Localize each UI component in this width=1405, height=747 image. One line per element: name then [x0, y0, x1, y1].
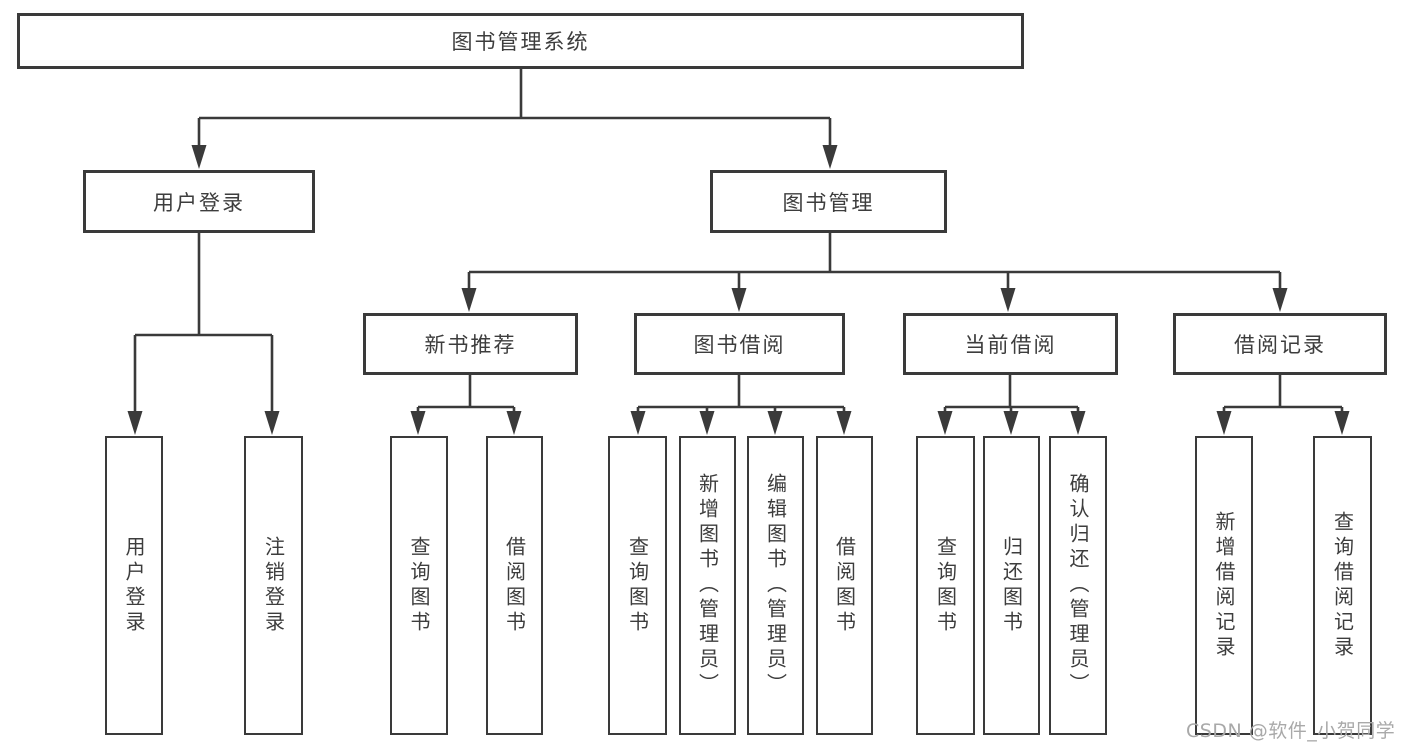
connectors-root — [191, 69, 838, 169]
connectors-book-borrowing — [630, 375, 852, 435]
node-library-management-system: 图书管理系统 — [17, 13, 1024, 69]
arrow-down-icon — [822, 145, 838, 169]
arrow-down-icon — [731, 288, 747, 312]
node-leaf-add-books-admin: 新增图书（管理员） — [679, 436, 736, 735]
node-leaf-query-books-borrowing: 查询图书 — [608, 436, 667, 735]
node-label: 新书推荐 — [424, 333, 517, 357]
node-borrowing-records: 借阅记录 — [1173, 313, 1387, 375]
arrow-down-icon — [191, 145, 207, 169]
arrow-down-icon — [767, 411, 783, 435]
arrow-down-icon — [836, 411, 852, 435]
connectors-current-borrowing — [937, 375, 1086, 435]
node-leaf-query-books-current: 查询图书 — [916, 436, 975, 735]
arrow-down-icon — [1000, 288, 1016, 312]
arrow-down-icon — [937, 411, 953, 435]
node-leaf-return-books: 归还图书 — [983, 436, 1040, 735]
node-leaf-add-borrow-record: 新增借阅记录 — [1195, 436, 1253, 735]
node-leaf-logout: 注销登录 — [244, 436, 303, 735]
node-label: 图书借阅 — [693, 333, 786, 357]
node-label: 借阅记录 — [1234, 333, 1326, 357]
arrow-down-icon — [1216, 411, 1232, 435]
connectors-new-book-recommend — [410, 375, 522, 435]
arrow-down-icon — [1334, 411, 1350, 435]
node-label: 当前借阅 — [964, 333, 1057, 357]
node-label: 借阅图书 — [502, 535, 527, 636]
node-label: 注销登录 — [261, 535, 286, 636]
node-book-management: 图书管理 — [710, 170, 947, 233]
arrow-down-icon — [410, 411, 426, 435]
node-label: 归还图书 — [999, 535, 1024, 636]
arrow-down-icon — [1003, 411, 1019, 435]
csdn-watermark: CSDN @软件_小贺同学 — [1186, 720, 1396, 742]
connectors-user-login — [127, 233, 280, 435]
node-label: 新增图书（管理员） — [695, 473, 720, 698]
arrow-down-icon — [630, 411, 646, 435]
arrow-down-icon — [127, 411, 143, 435]
node-label: 用户登录 — [122, 535, 146, 636]
node-leaf-borrow-books-borrowing: 借阅图书 — [816, 436, 873, 735]
connectors-book-management — [461, 233, 1288, 312]
node-label: 用户登录 — [153, 190, 245, 215]
node-leaf-borrow-books-recommend: 借阅图书 — [486, 436, 543, 735]
node-label: 图书管理 — [782, 190, 875, 215]
arrow-down-icon — [1272, 288, 1288, 312]
node-label: 查询图书 — [625, 535, 650, 636]
arrow-down-icon — [1070, 411, 1086, 435]
node-label: 图书管理系统 — [451, 30, 590, 54]
node-leaf-query-books-recommend: 查询图书 — [390, 436, 448, 735]
node-user-login: 用户登录 — [83, 170, 315, 233]
node-leaf-user-login: 用户登录 — [105, 436, 163, 735]
node-label: 新增借阅记录 — [1212, 510, 1236, 661]
node-label: 查询图书 — [933, 535, 958, 636]
node-book-borrowing: 图书借阅 — [634, 313, 845, 375]
node-label: 查询借阅记录 — [1330, 510, 1355, 661]
node-leaf-edit-books-admin: 编辑图书（管理员） — [747, 436, 804, 735]
connectors-borrowing-records — [1216, 375, 1350, 435]
node-current-borrowing: 当前借阅 — [903, 313, 1118, 375]
node-leaf-confirm-return-admin: 确认归还（管理员） — [1049, 436, 1107, 735]
arrow-down-icon — [506, 411, 522, 435]
arrow-down-icon — [264, 411, 280, 435]
node-label: 编辑图书（管理员） — [763, 473, 788, 698]
node-leaf-query-borrow-record: 查询借阅记录 — [1313, 436, 1372, 735]
node-new-book-recommend: 新书推荐 — [363, 313, 578, 375]
node-label: 确认归还（管理员） — [1066, 473, 1090, 698]
node-label: 借阅图书 — [832, 535, 857, 636]
arrow-down-icon — [699, 411, 715, 435]
node-label: 查询图书 — [407, 535, 431, 636]
arrow-down-icon — [461, 288, 477, 312]
